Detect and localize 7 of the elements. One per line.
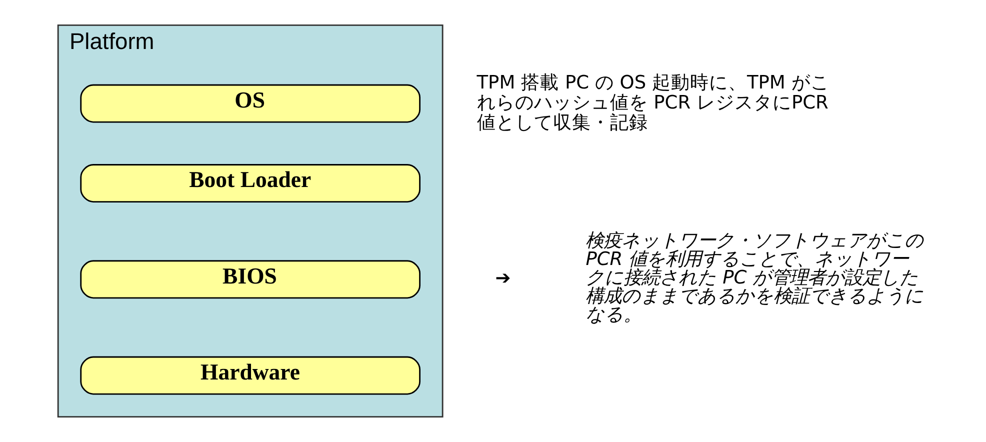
node-box: Hardware (80, 356, 420, 395)
label: TPM 搭載 PC の OS 起動時に、TPM がこれらのハッシュ値を PCR レジスタにPCR 値として収集・記録 (476, 72, 829, 134)
label: 検疫ネットワーク・ソフトウェアがこの PCR 値を利用することで、ネットワークに接続された PC が管理者が設定した構成のままであるかを検証できるようになる。 (585, 230, 924, 326)
node-box: Boot Loader (80, 164, 420, 202)
node-box: OS (80, 84, 420, 123)
label: ➔ (494, 268, 510, 290)
node-box: BIOS (80, 260, 420, 299)
